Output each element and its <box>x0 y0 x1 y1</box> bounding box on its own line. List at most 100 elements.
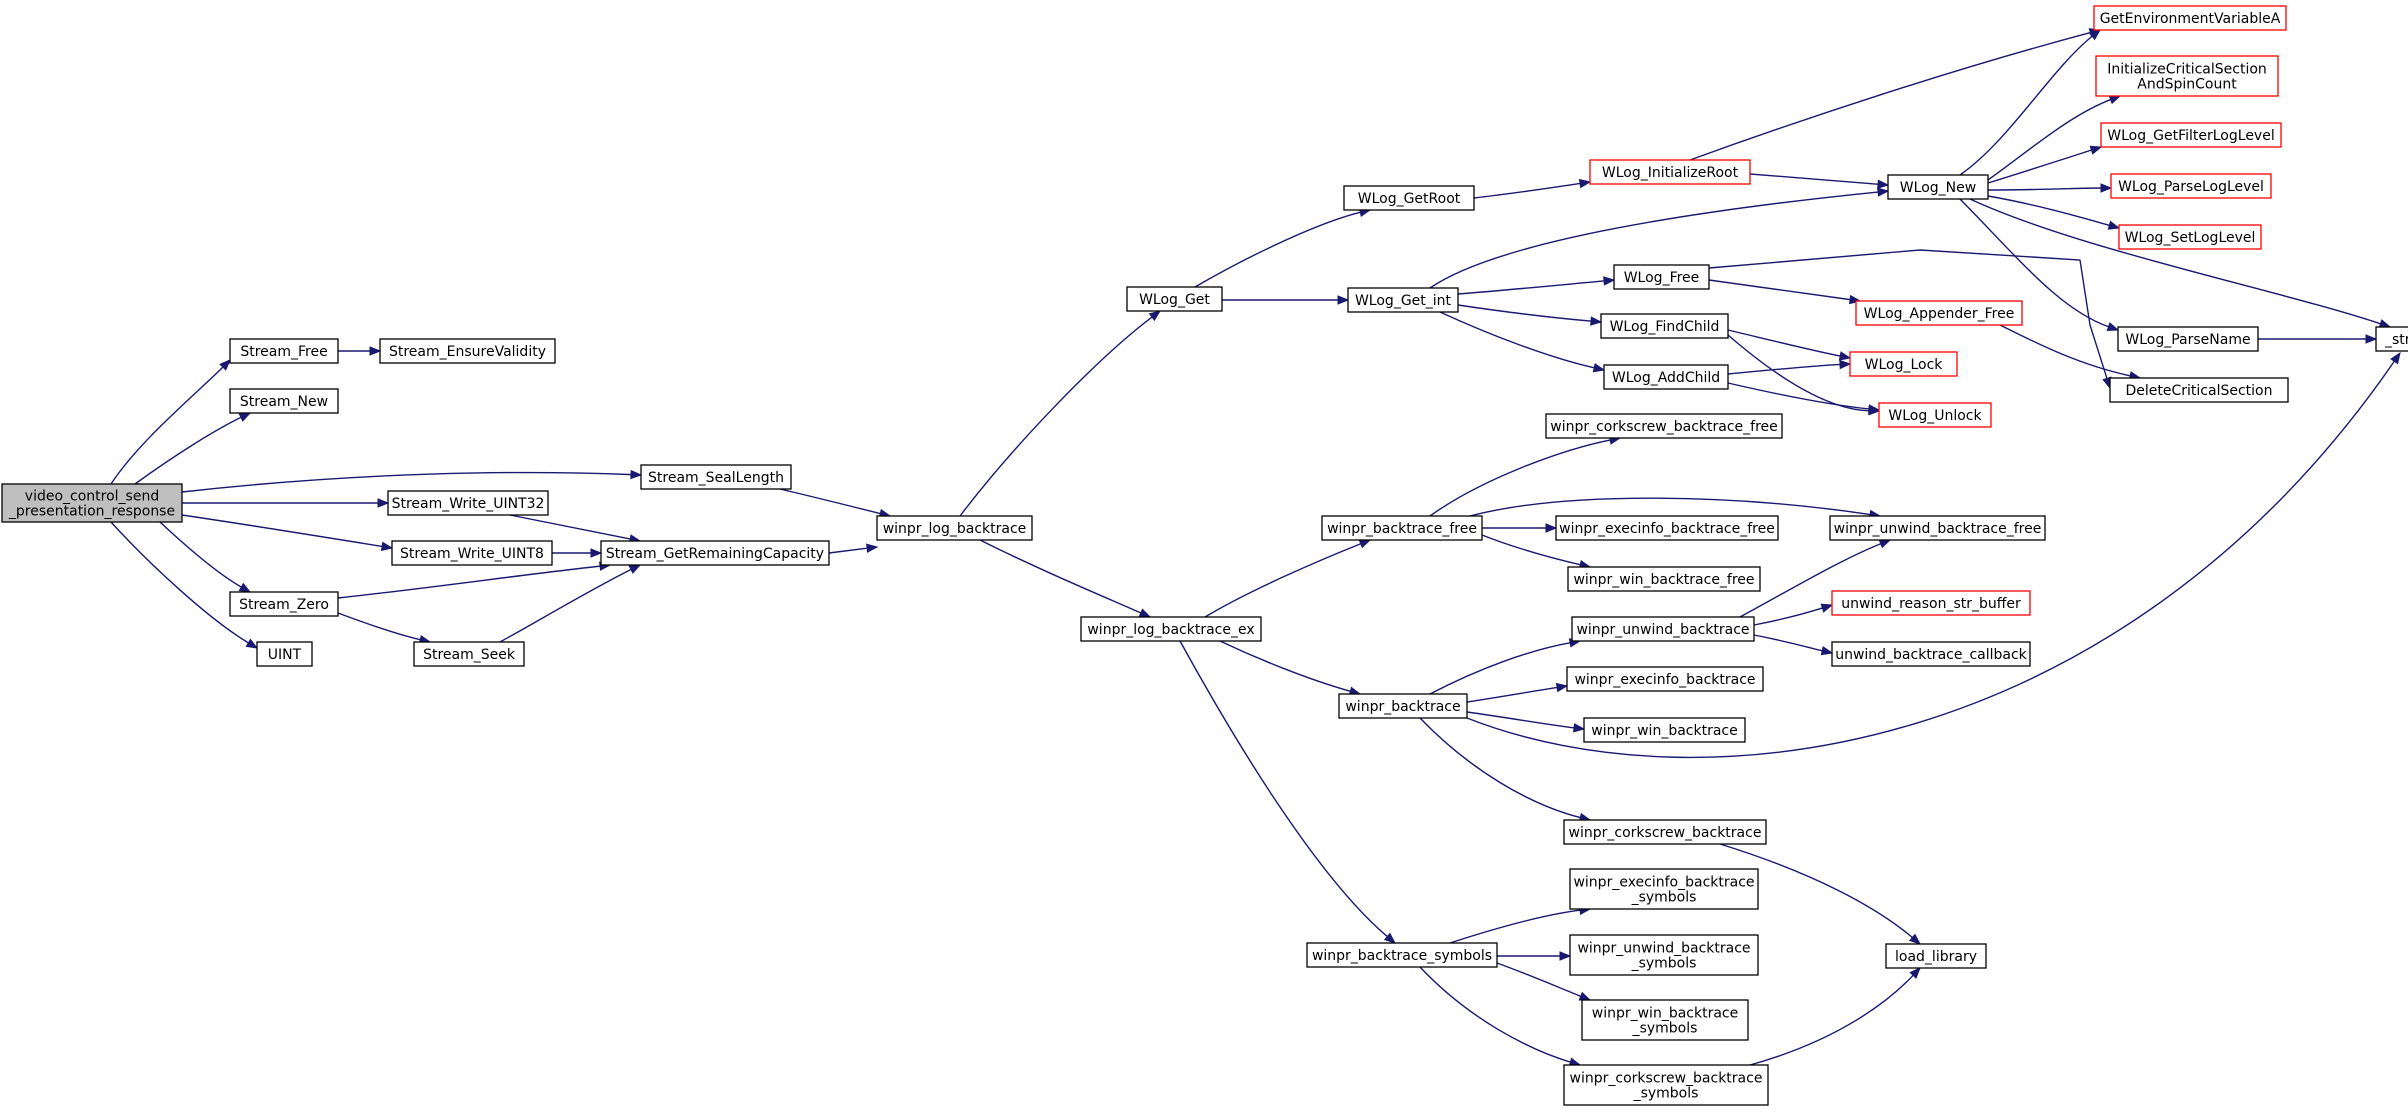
arrowhead <box>1878 539 1892 549</box>
node-box <box>2100 122 2282 148</box>
arrowhead <box>2365 334 2378 344</box>
node-wlog-getroot[interactable]: WLog_GetRoot <box>1343 185 1475 211</box>
node-stream-cap[interactable]: Stream_GetRemainingCapacity <box>600 540 830 566</box>
arrowhead <box>2108 95 2122 105</box>
node-wlog-get[interactable]: WLog_Get <box>1126 286 1223 312</box>
edge-line <box>1419 966 1572 1064</box>
node-box <box>1885 943 1987 969</box>
node-unwind-sym[interactable]: winpr_unwind_backtrace_symbols <box>1569 934 1759 976</box>
node-wlog-lock[interactable]: WLog_Lock <box>1849 351 1958 377</box>
node-wlog-new[interactable]: WLog_New <box>1887 174 1989 200</box>
node-wlog-getint[interactable]: WLog_Get_int <box>1347 287 1459 313</box>
node-addchild[interactable]: WLog_AddChild <box>1603 364 1729 390</box>
node-root[interactable]: video_control_send_presentation_response <box>1 483 183 523</box>
arrowhead <box>630 469 643 480</box>
node-label: _strdup <box>2384 332 2408 348</box>
arrowhead <box>1573 723 1586 733</box>
node-bt[interactable]: winpr_backtrace <box>1338 693 1468 719</box>
node-box <box>1887 174 1989 200</box>
node-log-bt-ex[interactable]: winpr_log_backtrace_ex <box>1080 616 1262 642</box>
node-exec-bt[interactable]: winpr_execinfo_backtrace <box>1566 666 1764 692</box>
node-unwind-reason[interactable]: unwind_reason_str_buffer <box>1831 590 2031 616</box>
node-parseloglevel[interactable]: WLog_ParseLogLevel <box>2110 173 2272 199</box>
node-box <box>229 338 339 364</box>
node-win-free[interactable]: winpr_win_backtrace_free <box>1567 566 1761 592</box>
node-load-library[interactable]: load_library <box>1885 943 1987 969</box>
node-label: WLog_GetFilterLogLevel <box>2107 128 2274 144</box>
edge-bt_sym-to-unwind_sym <box>1497 951 1572 961</box>
node-appender-free[interactable]: WLog_Appender_Free <box>1855 300 2023 326</box>
node-wlog-unlock[interactable]: WLog_Unlock <box>1878 402 1992 428</box>
node-parsename[interactable]: WLog_ParseName <box>2117 326 2259 352</box>
arrowhead <box>1877 187 1890 197</box>
node-label: WLog_Get_int <box>1355 293 1452 309</box>
node-label: winpr_backtrace_free <box>1327 521 1477 537</box>
node-getenv[interactable]: GetEnvironmentVariableA <box>2093 5 2287 31</box>
node-box <box>1545 413 1783 439</box>
edge-line <box>1749 974 1915 1066</box>
node-bt-free[interactable]: winpr_backtrace_free <box>1321 515 1483 541</box>
node-stream-seek[interactable]: Stream_Seek <box>413 641 525 667</box>
node-box <box>1600 313 1729 339</box>
edge-line <box>779 488 882 515</box>
node-exec-free[interactable]: winpr_execinfo_backtrace_free <box>1555 515 1779 541</box>
node-box <box>1571 616 1755 642</box>
node-setloglevel[interactable]: WLog_SetLogLevel <box>2118 224 2262 250</box>
edge-line <box>1466 360 2396 758</box>
node-findchild[interactable]: WLog_FindChild <box>1600 313 1729 339</box>
node-unwind-bt[interactable]: winpr_unwind_backtrace <box>1571 616 1755 642</box>
node-stream-seal[interactable]: Stream_SealLength <box>640 464 792 490</box>
node-delcs[interactable]: DeleteCriticalSection <box>2109 377 2289 403</box>
node-win-sym[interactable]: winpr_win_backtrace_symbols <box>1581 999 1749 1041</box>
node-exec-sym[interactable]: winpr_execinfo_backtrace_symbols <box>1569 868 1759 910</box>
node-stream-free[interactable]: Stream_Free <box>229 338 339 364</box>
node-label: _symbols <box>1633 1086 1699 1102</box>
edge-line <box>828 547 869 554</box>
arrowhead <box>1337 295 1350 305</box>
node-cork-sym[interactable]: winpr_corkscrew_backtrace_symbols <box>1563 1064 1769 1106</box>
node-stream-w8[interactable]: Stream_Write_UINT8 <box>391 540 553 566</box>
edge-line <box>1481 534 1582 566</box>
node-wlog-free[interactable]: WLog_Free <box>1613 264 1710 290</box>
node-unwind-free[interactable]: winpr_unwind_backtrace_free <box>1829 515 2046 541</box>
edge-line <box>1719 843 1914 939</box>
node-cork-bt[interactable]: winpr_corkscrew_backtrace <box>1563 819 1767 845</box>
edge-log_bt-to-log_bt_ex <box>979 539 1152 618</box>
node-log-bt[interactable]: winpr_log_backtrace <box>876 515 1033 541</box>
edge-line <box>1727 382 1871 410</box>
node-win-bt[interactable]: winpr_win_backtrace <box>1583 717 1746 743</box>
node-cork-free[interactable]: winpr_corkscrew_backtrace_free <box>1545 413 1783 439</box>
node-stream-new[interactable]: Stream_New <box>229 388 339 414</box>
node-box <box>1563 819 1767 845</box>
arrowhead <box>238 582 252 593</box>
node-box <box>1569 934 1759 976</box>
arrowhead <box>2088 29 2102 41</box>
node-stream-zero[interactable]: Stream_Zero <box>229 591 339 617</box>
node-getfilter[interactable]: WLog_GetFilterLogLevel <box>2100 122 2282 148</box>
edge-line <box>181 471 633 493</box>
edge-log_bt_ex-to-bt <box>1219 640 1362 696</box>
node-stream-w32[interactable]: Stream_Write_UINT32 <box>387 490 549 516</box>
edge-bt_sym-to-cork_sym <box>1419 966 1582 1067</box>
node-strdup[interactable]: _strdup <box>2375 326 2408 352</box>
edge-line <box>1466 686 1559 703</box>
arrowhead <box>1545 523 1558 533</box>
node-uint[interactable]: UINT <box>256 641 313 667</box>
edge-wlog_getroot-to-wlog_initroot <box>1473 178 1592 199</box>
edge-line <box>1204 542 1362 618</box>
node-wlog-initroot[interactable]: WLog_InitializeRoot <box>1589 159 1751 185</box>
node-label: WLog_New <box>1900 180 1976 196</box>
arrowhead <box>1820 603 1834 613</box>
node-label: winpr_unwind_backtrace_free <box>1834 521 2042 537</box>
edge-addchild-to-wlog_unlock <box>1727 382 1881 414</box>
node-label: winpr_log_backtrace <box>883 521 1027 537</box>
arrowhead <box>1603 276 1616 286</box>
node-box <box>229 388 339 414</box>
edge-line <box>1457 304 1593 322</box>
node-bt-sym[interactable]: winpr_backtrace_symbols <box>1306 942 1498 968</box>
node-unwind-cb[interactable]: unwind_backtrace_callback <box>1831 641 2031 667</box>
node-stream-ensure[interactable]: Stream_EnsureValidity <box>379 338 556 364</box>
node-label: winpr_log_backtrace_ex <box>1087 622 1254 638</box>
edge-findchild-to-wlog_lock <box>1727 329 1852 361</box>
